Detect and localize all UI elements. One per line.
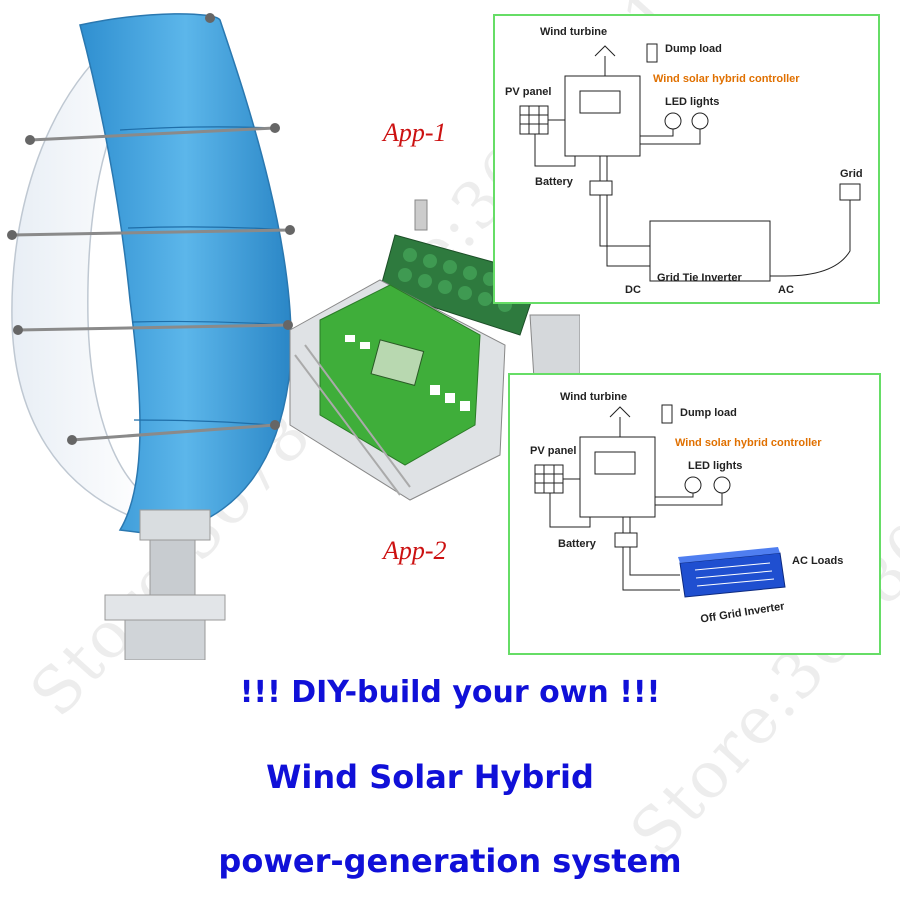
wind-turbine-label: Wind turbine	[540, 26, 608, 38]
led-lights-label: LED lights	[688, 460, 743, 472]
headline-line-1: !!! DIY-build your own !!!	[239, 675, 661, 710]
grid-tie-inverter-label: Grid Tie Inverter	[657, 272, 742, 284]
dump-load-label: Dump load	[680, 407, 737, 419]
dump-load-label: Dump load	[665, 43, 722, 55]
grid-label: Grid	[840, 168, 863, 180]
pv-panel-label: PV panel	[530, 445, 577, 457]
dc-label: DC	[625, 284, 641, 296]
app-1-wiring-diagram	[519, 43, 861, 282]
led-lights-label: LED lights	[665, 96, 720, 108]
ac-label: AC	[778, 284, 794, 296]
pv-panel-label: PV panel	[505, 86, 552, 98]
wind-turbine-label: Wind turbine	[560, 391, 628, 403]
controller-label: Wind solar hybrid controller	[653, 73, 800, 85]
battery-label: Battery	[558, 538, 596, 550]
headline-line-2: Wind Solar Hybrid	[266, 758, 594, 796]
app-2-label: App-2	[383, 536, 447, 565]
headline-line-3: power-generation system	[218, 842, 682, 880]
wind-turbine-image	[7, 13, 295, 660]
app-2-wiring-diagram	[534, 404, 786, 598]
battery-label: Battery	[535, 176, 573, 188]
app-2-diagram: Wind turbine Dump load Wind solar hybrid…	[508, 373, 881, 655]
ac-loads-label: AC Loads	[792, 555, 844, 567]
controller-label: Wind solar hybrid controller	[675, 437, 822, 449]
app-1-label: App-1	[383, 118, 447, 147]
app-1-diagram: Wind turbine Dump load Wind solar hybrid…	[493, 14, 880, 304]
